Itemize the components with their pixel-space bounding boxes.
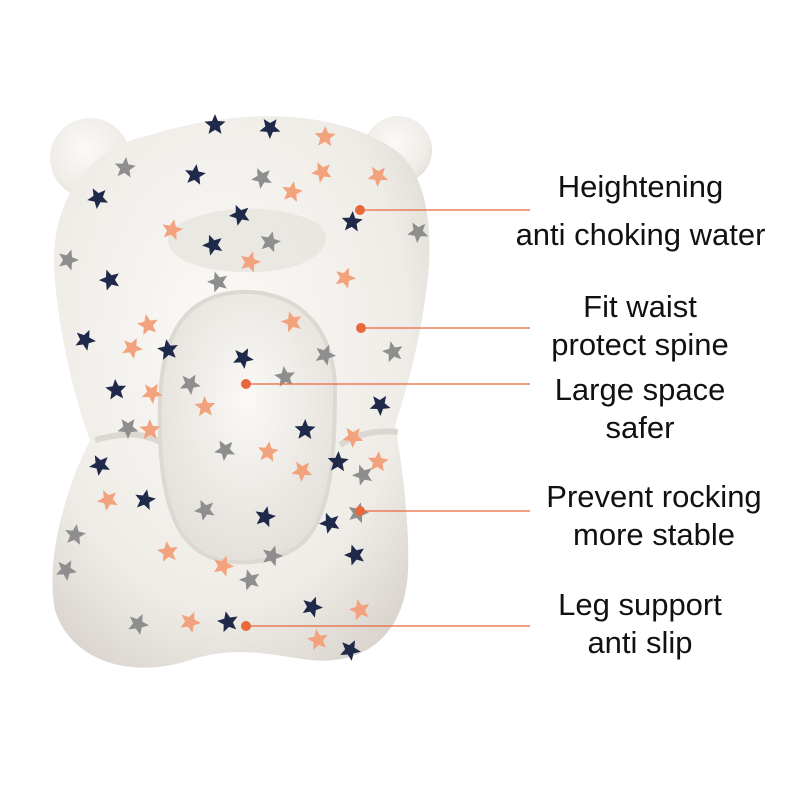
star-mark (343, 544, 364, 566)
star-mark (204, 114, 226, 134)
callout-heightening: Heightening anti choking water (498, 168, 783, 254)
star-mark (407, 222, 429, 243)
star-mark (157, 541, 178, 562)
star-mark (59, 249, 80, 271)
star-mark (274, 366, 295, 387)
star-mark (179, 374, 201, 395)
star-mark (114, 157, 136, 178)
star-mark (117, 419, 139, 440)
callout-line: anti choking water (515, 217, 766, 252)
star-mark (367, 451, 389, 472)
star-mark (367, 166, 389, 188)
seat-recess (157, 289, 338, 565)
star-mark (217, 611, 238, 633)
callout-line: Fit waist (583, 289, 697, 324)
star-mark (206, 271, 228, 293)
star-mark (162, 219, 183, 241)
callout-dot (241, 379, 251, 389)
star-mark (251, 168, 272, 189)
callout-leg-support: Leg support anti slip (530, 586, 750, 662)
star-mark (137, 314, 158, 335)
callout-dot (241, 621, 251, 631)
callout-line: Prevent rocking (546, 479, 762, 514)
callout-fit-waist: Fit waist protect spine (530, 288, 750, 364)
star-mark (139, 418, 161, 440)
callout-line: Leg support (558, 587, 722, 622)
callout-line: more stable (573, 517, 735, 552)
star-mark (97, 490, 118, 511)
star-mark (75, 329, 96, 351)
callout-line: Heightening (557, 169, 724, 204)
star-mark (302, 596, 324, 618)
star-mark (349, 599, 370, 621)
star-mark (89, 455, 110, 476)
star-mark (213, 555, 235, 577)
star-mark (342, 427, 364, 449)
callout-line: protect spine (551, 327, 729, 362)
star-mark (185, 164, 206, 185)
callout-dot (356, 323, 366, 333)
callout-line: anti slip (587, 625, 693, 660)
star-mark (351, 464, 373, 486)
star-mark (122, 338, 143, 359)
star-mark (382, 341, 403, 363)
star-mark (141, 383, 163, 404)
star-mark (194, 395, 216, 417)
head-hollow (168, 208, 327, 273)
star-pattern (56, 114, 429, 661)
star-mark (201, 234, 223, 256)
callout-dot (355, 506, 365, 516)
star-mark (307, 629, 328, 650)
star-mark (341, 211, 363, 232)
waist-fold-right (338, 428, 399, 448)
star-mark (56, 560, 77, 581)
star-mark (311, 162, 332, 183)
callout-line: Large space (554, 372, 726, 407)
star-mark (135, 489, 156, 510)
star-mark (240, 251, 262, 273)
star-mark (65, 524, 86, 545)
star-mark (194, 499, 215, 521)
star-mark (233, 348, 254, 369)
star-mark (314, 126, 336, 147)
star-mark (229, 204, 250, 226)
star-mark (87, 188, 108, 209)
star-mark (262, 545, 284, 567)
star-mark (369, 395, 391, 417)
star-mark (260, 231, 282, 253)
callout-large-space: Large space safer (530, 371, 750, 447)
star-mark (315, 344, 337, 366)
star-mark (180, 611, 201, 633)
star-mark (214, 440, 236, 461)
star-mark (238, 569, 260, 591)
star-mark (319, 512, 340, 534)
star-mark (257, 441, 279, 462)
star-mark (335, 267, 357, 289)
star-mark (255, 506, 276, 528)
callout-prevent-rocking: Prevent rocking more stable (528, 478, 780, 554)
callout-dot (355, 205, 365, 215)
star-mark (294, 419, 316, 440)
star-mark (327, 451, 349, 472)
star-mark (291, 461, 313, 482)
callout-leaders (241, 205, 530, 631)
callout-line: safer (605, 410, 675, 445)
star-mark (98, 269, 120, 291)
star-mark (128, 614, 149, 635)
star-mark (105, 379, 127, 400)
star-mark (340, 640, 361, 661)
star-mark (259, 118, 281, 140)
star-mark (280, 311, 302, 333)
star-mark (282, 181, 303, 202)
star-mark (157, 339, 178, 360)
